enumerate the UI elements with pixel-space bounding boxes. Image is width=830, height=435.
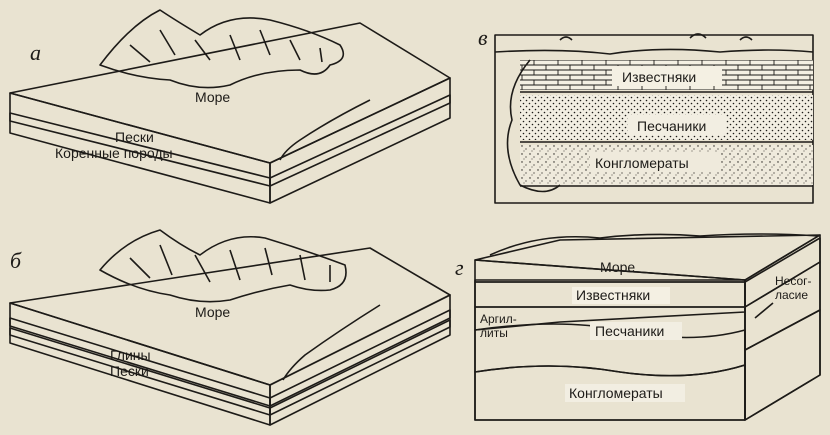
conglomerates-label-d: Конгломераты bbox=[569, 385, 663, 401]
conglomerates-label-c: Конгломераты bbox=[595, 155, 689, 171]
shoreline-a bbox=[280, 100, 370, 160]
argillites-label-d-1: Аргил- bbox=[480, 312, 517, 326]
panel-c: в Известняки Песчаники Конгломераты bbox=[478, 25, 813, 203]
panel-b: б Море Глины Пески bbox=[10, 230, 450, 425]
sands-label-a: Пески bbox=[115, 129, 154, 145]
panel-b-letter: б bbox=[10, 248, 22, 273]
panel-c-letter: в bbox=[478, 25, 488, 50]
block-b-side bbox=[270, 295, 450, 425]
sea-label-a: Море bbox=[195, 89, 230, 105]
bedrock-label-a: Коренные породы bbox=[55, 145, 173, 161]
sea-label-b: Море bbox=[195, 304, 230, 320]
sea-label-d: Море bbox=[600, 259, 635, 275]
panel-d: г Море Известняки Аргил- литы Песчаники … bbox=[455, 234, 820, 420]
panel-a: а Море Пески Коренные породы bbox=[10, 10, 450, 203]
block-d-side bbox=[745, 235, 820, 420]
argillites-label-d-2: литы bbox=[480, 326, 508, 340]
limestones-label-d: Известняки bbox=[576, 287, 650, 303]
clays-label-b: Глины bbox=[110, 347, 151, 363]
unconformity-label-d-2: ласие bbox=[775, 288, 808, 302]
unconformity-label-d-1: Несог- bbox=[775, 274, 812, 288]
block-a-side bbox=[270, 78, 450, 203]
sandstones-label-d: Песчаники bbox=[595, 323, 664, 339]
panel-a-letter: а bbox=[30, 40, 41, 65]
sands-label-b: Пески bbox=[110, 363, 149, 379]
limestones-label-c: Известняки bbox=[622, 69, 696, 85]
hills-a bbox=[100, 10, 343, 88]
sandstones-label-c: Песчаники bbox=[637, 118, 706, 134]
unconformity-arrow bbox=[755, 303, 773, 318]
panel-d-letter: г bbox=[455, 255, 464, 280]
